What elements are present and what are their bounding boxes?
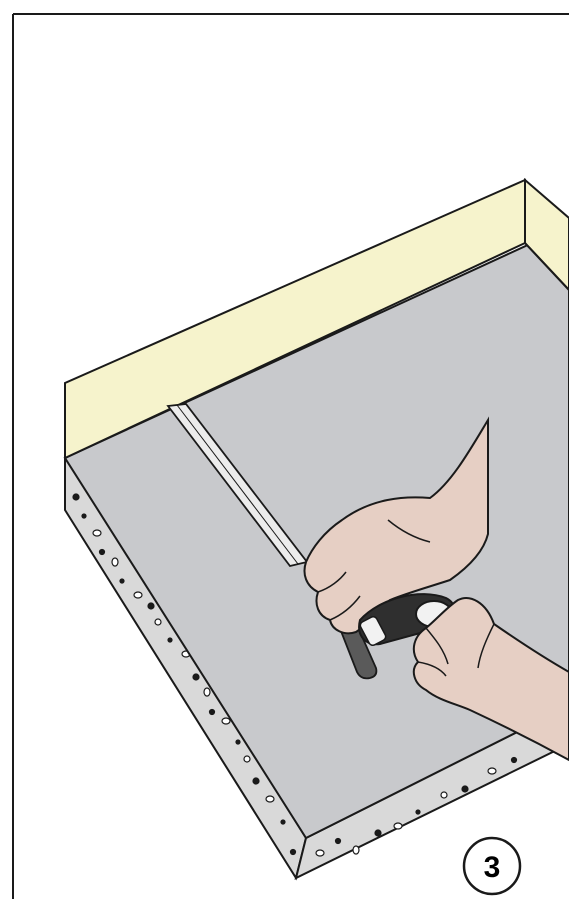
step-badge: 3 bbox=[464, 838, 520, 894]
step-number: 3 bbox=[484, 851, 501, 884]
